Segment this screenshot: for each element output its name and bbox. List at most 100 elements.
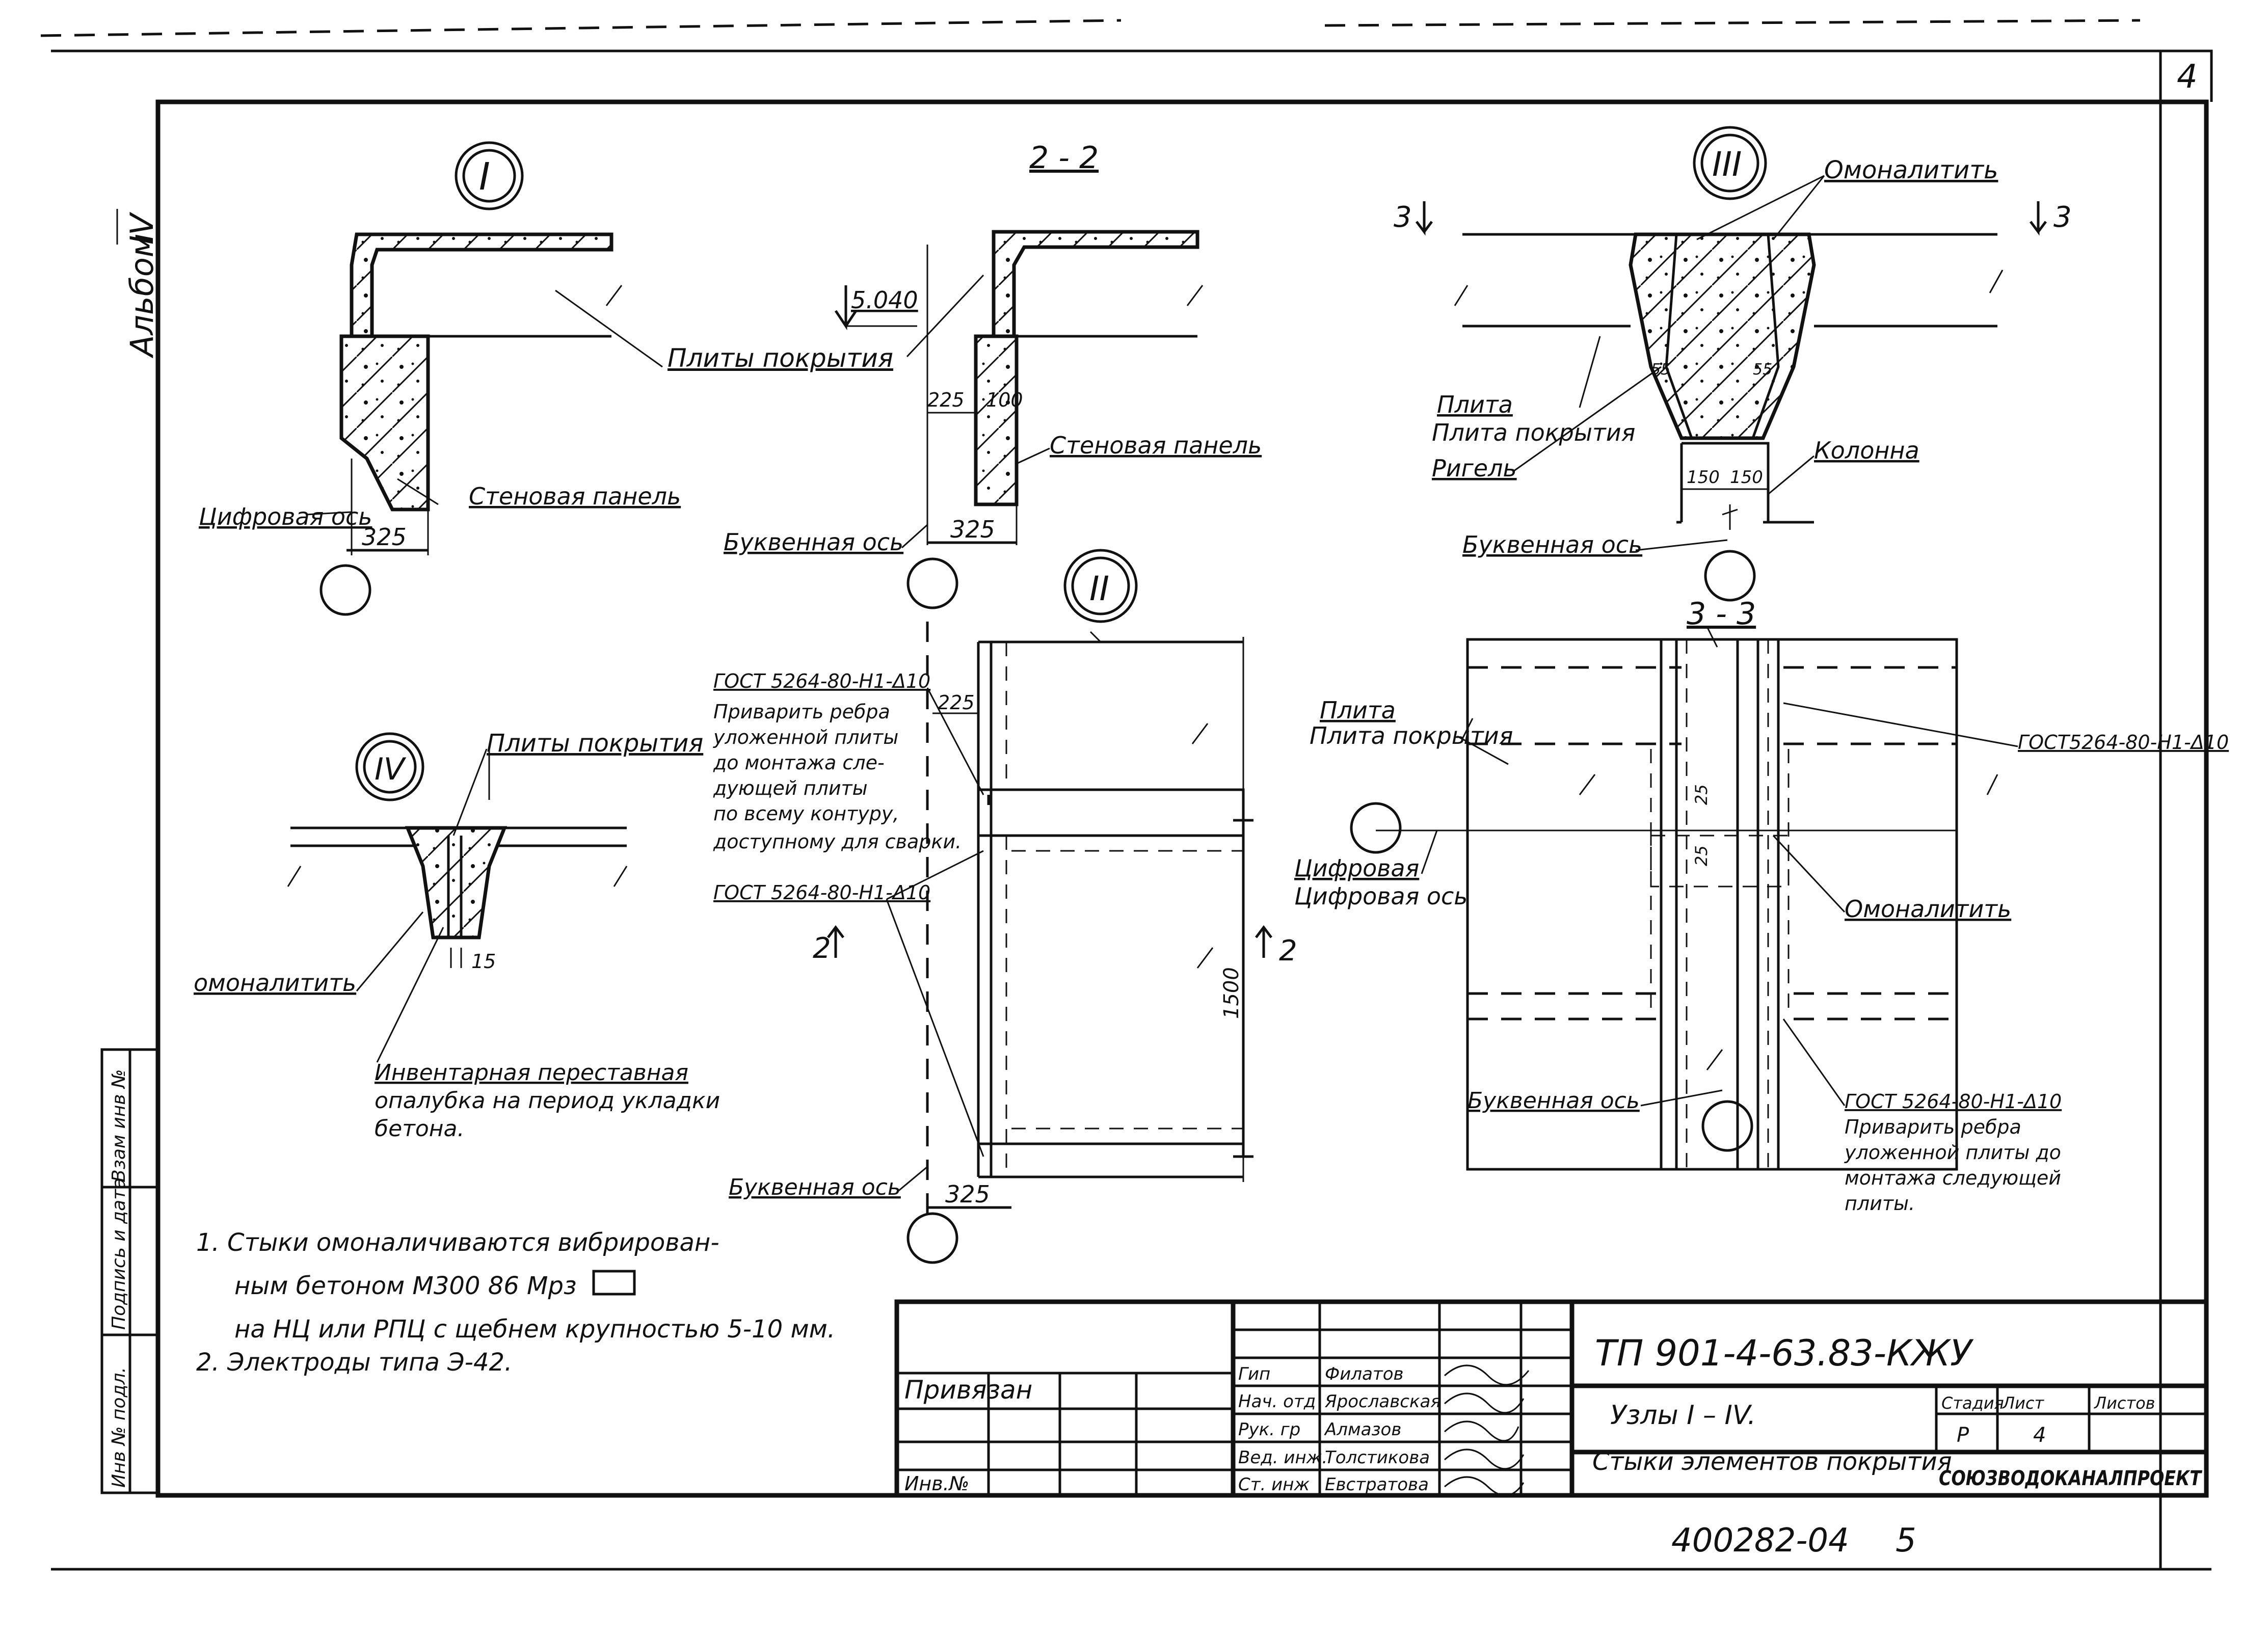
section-3-3-dim-25a: 25 (1692, 784, 1711, 805)
node-3-dim-55b: 55 (1753, 361, 1772, 379)
node-2-note-0: Приварить ребра (713, 701, 890, 723)
node-3-label-slab: Плита покрытия (1432, 419, 1635, 446)
tb-role-0: Гип (1238, 1364, 1270, 1384)
album-label: Альбом IV (116, 209, 161, 359)
node-4-dim: 15 (471, 950, 496, 973)
node-1-marker: I (479, 155, 490, 199)
section-2-2-title: 2 - 2 (1029, 140, 1099, 176)
general-notes: 1. Стыки омоналичиваются вибрирован- ным… (196, 1228, 835, 1377)
tb-inv-label: Инв.№ (904, 1472, 969, 1495)
tb-org: СОЮЗВОДОКАНАЛПРОЕКТ (1939, 1467, 2202, 1490)
svg-text:IV: IV (123, 211, 161, 245)
tb-col-stage: Стадия (1941, 1393, 2004, 1413)
node-2-note-3: дующей плиты (713, 777, 868, 799)
node-3-label-slab-1: Плита (1437, 391, 1513, 418)
node-4-label-slabs: Плиты покрытия (487, 729, 703, 758)
section-2-2-label-axis: Буквенная ось (724, 528, 903, 556)
section-3-3-label-slab-1: Плита (1320, 696, 1396, 724)
node-2-dim-225: 225 (938, 691, 975, 714)
section-3-3: 3 - 3 25 25 Плита Плита покрытия ГОСТ526… (1294, 596, 2229, 1215)
tb-col-sheet: Лист (2002, 1393, 2044, 1413)
tb-role-3: Вед. инж. (1238, 1447, 1327, 1468)
tb-name-0: Филатов (1325, 1364, 1404, 1384)
section-3-3-gost-bottom: ГОСТ 5264-80-Н1-Δ10 (1845, 1090, 2062, 1113)
sidebar-field-0: Инв № подл. (109, 1367, 129, 1488)
tb-stage: Р (1957, 1424, 1969, 1447)
tb-name-2: Алмазов (1324, 1419, 1401, 1440)
section-3-3-label-axis-digit: Цифровая ось (1294, 882, 1467, 910)
node-2: II 225 1500 2 2 ГОСТ 5264-80-Н1-Δ10 Прив… (713, 549, 1297, 1264)
tb-name-1: Ярославская (1324, 1391, 1441, 1412)
section-2-2-dim-100: 100 (986, 389, 1023, 411)
tb-name-3: Толстикова (1325, 1447, 1430, 1468)
tb-sheet-title-2: Стыки элементов покрытия (1592, 1447, 1952, 1476)
node-4-formwork-0: Инвентарная переставная (375, 1060, 688, 1086)
note-2: 2. Электроды типа Э-42. (196, 1348, 512, 1377)
node-2-dim: 325 (945, 1180, 990, 1208)
tb-role-1: Нач. отд (1238, 1391, 1316, 1412)
section-3-3-note-2: монтажа следующей (1845, 1167, 2061, 1189)
archive-copy: 5 (1896, 1522, 1916, 1560)
node-3-label-grout: Омоналитить (1824, 156, 1998, 184)
sidebar-field-1: Подпись и дата (109, 1178, 129, 1330)
node-4-marker: IV (375, 752, 407, 787)
section-2-2-label-wall: Стеновая панель (1050, 432, 1262, 459)
tb-signatures (1444, 1364, 1530, 1496)
tb-sheet-title-1: Узлы I – IV. (1610, 1400, 1756, 1431)
node-2-note-4: по всему контуру, (713, 802, 899, 825)
node-3-cut-left: 3 (1394, 201, 1412, 234)
section-3-3-note-0: Приварить ребра (1845, 1116, 2021, 1138)
tb-bound-label: Привязан (904, 1375, 1032, 1405)
tb-sheet-no: 4 (2033, 1424, 2046, 1447)
note-1-line-b: ным бетоном М300 86 Mрз (234, 1272, 576, 1300)
node-3-dim-55a: 55 (1651, 361, 1670, 379)
tb-role-2: Рук. гр (1238, 1419, 1300, 1440)
section-3-3-label-grout: Омоналитить (1845, 895, 2011, 923)
section-2-2-dim-225: 225 (927, 389, 965, 411)
node-3-label-axis: Буквенная ось (1462, 531, 1642, 558)
node-3-dim-150b: 150 (1730, 467, 1763, 488)
node-1-dim: 325 (362, 523, 407, 551)
node-3-marker: III (1712, 145, 1742, 184)
node-2-label-axis: Буквенная ось (729, 1174, 901, 1200)
node-2-gost1: ГОСТ 5264-80-Н1-Δ10 (713, 670, 930, 692)
section-3-3-title: 3 - 3 (1687, 596, 1756, 632)
sidebar-stamp: Инв № подл. Подпись и дата Взам инв № (100, 1048, 159, 1494)
section-3-3-note-1: уложенной плиты до (1844, 1141, 2061, 1164)
section-2-2-level: 5.040 (851, 286, 918, 314)
node-2-note-2: до монтажа сле- (713, 752, 885, 774)
archive-number: 400282-04 (1671, 1522, 1849, 1560)
node-2-note-5: доступному для сварки. (713, 830, 962, 853)
tb-project-code: ТП 901-4-63.83-КЖУ (1595, 1332, 1974, 1374)
node-2-marker: II (1089, 569, 1109, 608)
node-1-label-wall: Стеновая панель (469, 482, 681, 510)
tb-role-4: Ст. инж (1238, 1474, 1310, 1495)
section-3-3-label-axis-letter: Буквенная ось (1467, 1088, 1640, 1114)
node-2-dim-1500: 1500 (1220, 967, 1243, 1019)
svg-text:Альбом: Альбом (123, 233, 161, 359)
node-1: I 325 Стеновая панель Цифровая ось (199, 141, 681, 616)
node-4-label-grout: омоналитить (194, 969, 356, 997)
sidebar-field-2: Взам инв № (109, 1069, 129, 1182)
section-3-3-dim-25b: 25 (1692, 845, 1711, 866)
node-4-formwork-2: бетона. (375, 1116, 464, 1142)
node-2-cut-right: 2 (1279, 934, 1297, 968)
section-3-3-label-axis-digit-1: Цифровая (1294, 854, 1419, 882)
section-3-3-gost-top: ГОСТ5264-80-Н1-Δ10 (2018, 731, 2229, 754)
section-2-2: 2 - 2 325 225 100 5.040 Стеновая панель … (724, 140, 1262, 609)
node-4: IV 15 Плиты покрытия омоналитить Инвента… (194, 729, 720, 1142)
note-1-line-c: на НЦ или РПЦ с щебнем крупностью 5-10 м… (234, 1315, 835, 1344)
tb-col-sheets: Листов (2094, 1393, 2155, 1413)
node-3-label-beam: Ригель (1432, 454, 1517, 482)
shared-label-slabs: Плиты покрытия (668, 343, 893, 373)
node-4-formwork-1: опалубка на период укладки (375, 1088, 720, 1114)
node-2-note-1: уложенной плиты (713, 726, 898, 748)
note-1-box (592, 1270, 636, 1296)
section-2-2-dim: 325 (950, 516, 995, 543)
tb-name-4: Евстратова (1325, 1474, 1429, 1495)
node-2-gost2: ГОСТ 5264-80-Н1-Δ10 (713, 881, 930, 904)
section-3-3-label-slab: Плита покрытия (1310, 722, 1513, 749)
node-3-cut-right: 3 (2053, 201, 2072, 234)
note-1-line-a: 1. Стыки омоналичиваются вибрирован- (196, 1228, 719, 1257)
